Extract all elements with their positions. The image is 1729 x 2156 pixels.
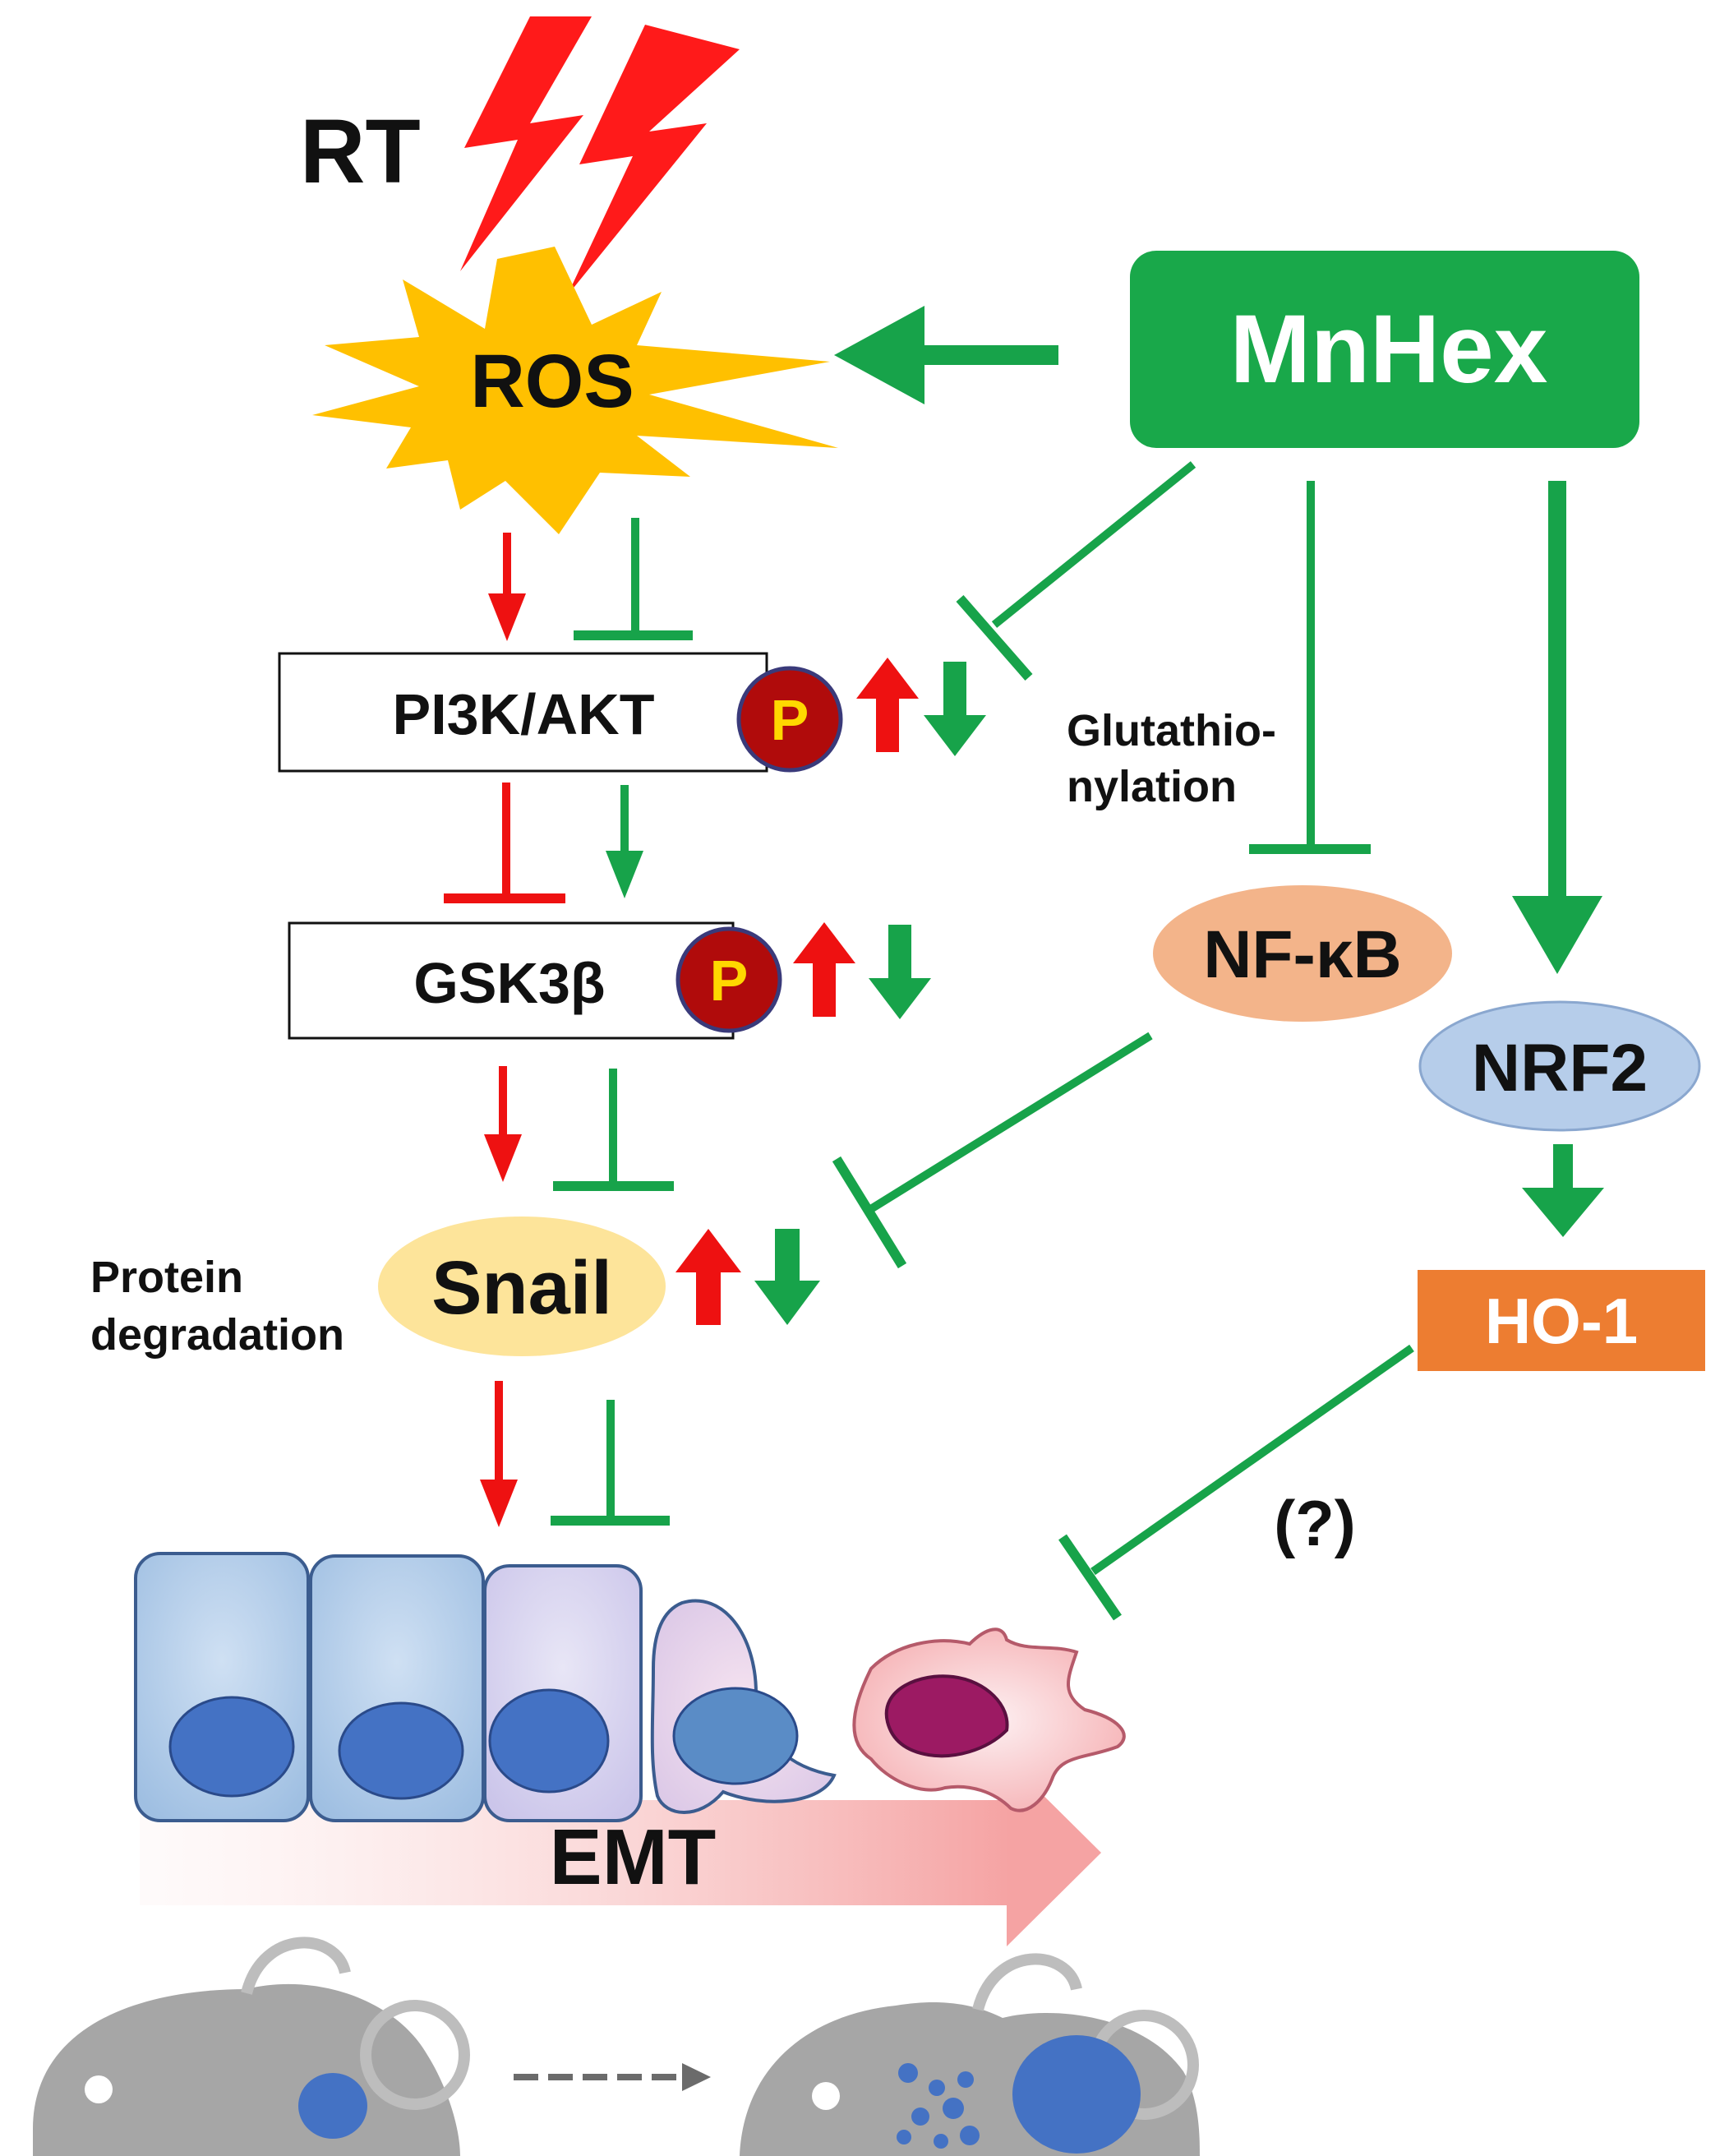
mouse-icon xyxy=(740,1953,1200,2156)
gsk3b-to-snail-red-arrow xyxy=(484,1066,522,1182)
progression-dashed-arrow xyxy=(514,2063,711,2091)
ros-label: ROS xyxy=(470,339,634,423)
gsk3b-inhibit-snail-green xyxy=(553,1069,674,1191)
mnhex-box xyxy=(1130,251,1639,448)
gsk3b-label: GSK3β xyxy=(413,951,605,1015)
pi3k-akt-label: PI3K/AKT xyxy=(393,682,655,746)
uncertain-label: (?) xyxy=(1274,1487,1356,1559)
nrf2-label: NRF2 xyxy=(1472,1031,1648,1106)
snail-node xyxy=(378,1217,666,1356)
snail-inhibit-emt-green xyxy=(551,1400,670,1526)
down-arrow-icon xyxy=(869,925,931,1019)
phospho-label: P xyxy=(771,688,809,752)
pi3k-to-gsk3b-green-arrow xyxy=(606,785,643,898)
snail-to-emt-red-arrow xyxy=(480,1381,518,1527)
ros-inhibit-pi3k-green xyxy=(574,518,693,640)
down-arrow-icon xyxy=(924,662,986,756)
transitional-cell-icon xyxy=(650,1599,837,1814)
phospho-icon: P xyxy=(736,666,843,773)
up-arrow-icon xyxy=(793,922,855,1017)
pi3k-akt-box xyxy=(278,652,768,773)
mnhex-to-ros-arrow xyxy=(834,306,1058,404)
nfkb-node xyxy=(1153,885,1452,1022)
emt-label: EMT xyxy=(550,1813,717,1901)
mnhex-to-nrf2-arrow xyxy=(1512,481,1602,974)
snail-label: Snail xyxy=(431,1246,612,1330)
nrf2-to-ho1-arrow xyxy=(1522,1144,1604,1237)
ho1-label: HO-1 xyxy=(1485,1285,1638,1357)
phospho-label: P xyxy=(710,949,749,1013)
ho1-inhibit-emt-green xyxy=(1058,1344,1414,1621)
ros-to-pi3k-red-arrow xyxy=(488,533,526,641)
lightning-icon xyxy=(460,16,740,296)
ho1-box xyxy=(1418,1270,1705,1371)
epithelial-cell-icon xyxy=(309,1554,485,1822)
down-arrow-icon xyxy=(754,1229,820,1325)
glutathionylation-label-2: nylation xyxy=(1067,762,1237,811)
mouse-icon xyxy=(33,1937,470,2156)
nrf2-node xyxy=(1418,1000,1701,1132)
gsk3b-box xyxy=(288,921,735,1040)
epithelial-cell-icon xyxy=(483,1564,643,1822)
epithelial-cell-icon xyxy=(134,1552,310,1822)
protein-degradation-label-1: Protein xyxy=(90,1253,243,1302)
mesenchymal-cell-icon xyxy=(852,1627,1126,1812)
protein-degradation-label-2: degradation xyxy=(90,1310,344,1360)
phospho-icon: P xyxy=(675,926,782,1033)
nfkb-inhibit-snail-green xyxy=(832,1032,1153,1269)
mnhex-inhibit-pi3k-green xyxy=(956,461,1196,681)
ros-burst-icon xyxy=(312,247,838,534)
mnhex-inhibit-nfkb-green xyxy=(1249,481,1371,854)
rt-label: RT xyxy=(300,101,421,202)
glutathionylation-label-1: Glutathio- xyxy=(1067,706,1276,755)
up-arrow-icon xyxy=(675,1229,741,1325)
pi3k-inhibit-gsk3b-red xyxy=(444,783,565,903)
mnhex-label: MnHex xyxy=(1230,295,1548,404)
up-arrow-icon xyxy=(856,658,919,752)
nfkb-label: NF-κB xyxy=(1203,917,1402,992)
